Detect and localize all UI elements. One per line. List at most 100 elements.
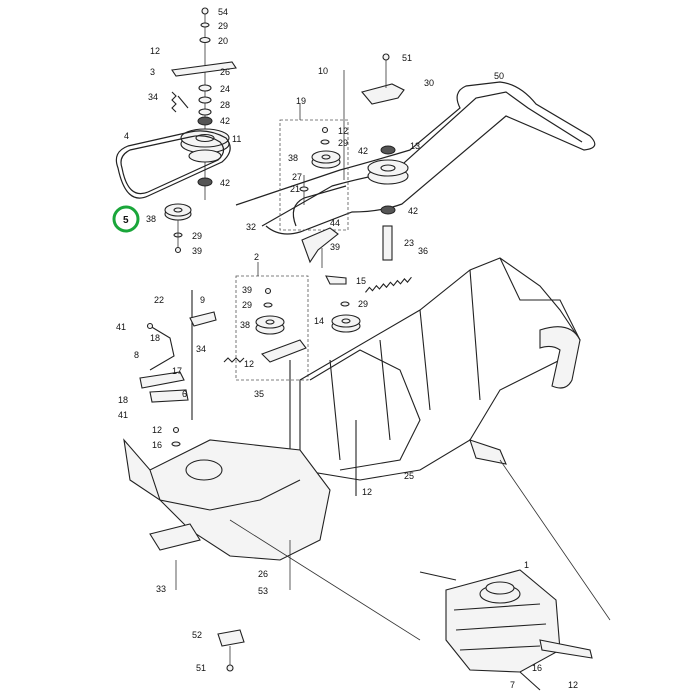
callout-42b: 42 xyxy=(220,178,230,188)
group-2-box xyxy=(223,262,309,381)
part-7-rod xyxy=(519,671,541,691)
upper-left-pulley-stack xyxy=(171,7,237,200)
callout-32: 32 xyxy=(246,222,256,232)
callout-18: 18 xyxy=(150,333,160,343)
callout-36: 36 xyxy=(418,246,428,256)
callout-labels: 54 29 20 12 3 26 24 34 28 42 4 11 42 38 … xyxy=(116,7,578,690)
part-38-pulley-mid xyxy=(311,150,341,169)
callout-51: 51 xyxy=(402,53,412,63)
callout-34b: 34 xyxy=(196,344,206,354)
part-42-bearing-right-top xyxy=(380,145,396,155)
callout-16b: 16 xyxy=(532,663,542,673)
part-38-pulley-lower xyxy=(255,315,285,335)
callout-42d: 42 xyxy=(408,206,418,216)
part-41-bolt xyxy=(146,322,154,330)
callout-29e: 29 xyxy=(358,299,368,309)
part-34-spring-b xyxy=(223,357,245,363)
part-24-spacer xyxy=(198,84,212,92)
callout-29b: 29 xyxy=(192,231,202,241)
callout-28: 28 xyxy=(220,100,230,110)
part-54-bolt-head xyxy=(201,7,209,15)
callout-13: 13 xyxy=(410,141,420,151)
callout-12: 12 xyxy=(150,46,160,56)
bracket-52-assembly xyxy=(217,629,245,672)
callout-20: 20 xyxy=(218,36,228,46)
part-bracket-2 xyxy=(261,339,307,363)
part-29-washer-c xyxy=(320,139,330,145)
part-29-washer-e xyxy=(263,302,273,308)
highlight-label: 5 xyxy=(123,215,129,226)
callout-52: 52 xyxy=(192,630,202,640)
callout-33: 33 xyxy=(156,584,166,594)
part-15-arm xyxy=(325,275,347,285)
callout-12c: 12 xyxy=(244,359,254,369)
part-50-belt xyxy=(235,81,596,235)
callout-12b: 12 xyxy=(338,126,348,136)
part-33-mount xyxy=(149,523,201,551)
callout-29c: 29 xyxy=(338,138,348,148)
callout-41b: 41 xyxy=(118,410,128,420)
callout-35: 35 xyxy=(254,389,264,399)
right-belt-assembly xyxy=(235,53,596,293)
callout-7: 7 xyxy=(510,680,515,690)
callout-41: 41 xyxy=(116,322,126,332)
bottom-deck xyxy=(123,438,331,590)
callout-29d: 29 xyxy=(242,300,252,310)
part-9-bracket xyxy=(189,311,217,327)
callout-39: 39 xyxy=(192,246,202,256)
highlighted-callout-5[interactable]: 5 xyxy=(112,205,140,233)
part-39-bolt-c xyxy=(264,287,272,295)
callout-24: 24 xyxy=(220,84,230,94)
callout-54: 54 xyxy=(218,7,228,17)
part-12-bolt-d xyxy=(172,426,180,434)
part-13-pulley xyxy=(367,159,409,185)
callout-34: 34 xyxy=(148,92,158,102)
part-17-link xyxy=(139,371,185,389)
callout-39b: 39 xyxy=(330,242,340,252)
part-29-washer-d xyxy=(340,301,350,307)
part-51-bolt xyxy=(382,53,390,61)
guide-line-left xyxy=(229,519,421,641)
callout-51b: 51 xyxy=(196,663,206,673)
callout-15: 15 xyxy=(356,276,366,286)
callout-29: 29 xyxy=(218,21,228,31)
callout-27: 27 xyxy=(292,172,302,182)
callout-9: 9 xyxy=(200,295,205,305)
part-28-washer xyxy=(198,108,212,116)
callout-42c: 42 xyxy=(358,146,368,156)
part-30-bracket xyxy=(361,83,405,105)
callout-1: 1 xyxy=(524,560,529,570)
callout-30: 30 xyxy=(424,78,434,88)
callout-6: 6 xyxy=(182,389,187,399)
callout-16: 16 xyxy=(152,440,162,450)
part-6-plate xyxy=(149,389,189,403)
part-18-rod xyxy=(149,325,175,371)
part-34-spring xyxy=(171,91,177,113)
callout-12e: 12 xyxy=(362,487,372,497)
callout-50: 50 xyxy=(494,71,504,81)
callout-12f: 12 xyxy=(568,680,578,690)
callout-2: 2 xyxy=(254,252,259,262)
idler-pulley-38-left xyxy=(164,203,192,254)
highlight-ring xyxy=(112,205,140,233)
callout-4: 4 xyxy=(124,131,129,141)
group-19-box xyxy=(279,104,349,231)
callout-18b: 18 xyxy=(118,395,128,405)
callout-22: 22 xyxy=(154,295,164,305)
part-21-washer xyxy=(299,186,309,192)
part-23-shaft xyxy=(382,225,393,261)
callout-21: 21 xyxy=(290,184,300,194)
callout-53: 53 xyxy=(258,586,268,596)
part-36-spring xyxy=(365,276,412,293)
part-4-belt xyxy=(115,130,231,199)
callout-17: 17 xyxy=(172,366,182,376)
callout-38: 38 xyxy=(146,214,156,224)
callout-39c: 39 xyxy=(242,285,252,295)
callout-26: 26 xyxy=(220,67,230,77)
part-29-washer xyxy=(200,22,210,28)
part-39-bolt xyxy=(174,246,182,254)
callout-10: 10 xyxy=(318,66,328,76)
callout-8: 8 xyxy=(134,350,139,360)
part-42-bearing-right-bottom xyxy=(380,205,396,215)
callout-25: 25 xyxy=(404,471,414,481)
